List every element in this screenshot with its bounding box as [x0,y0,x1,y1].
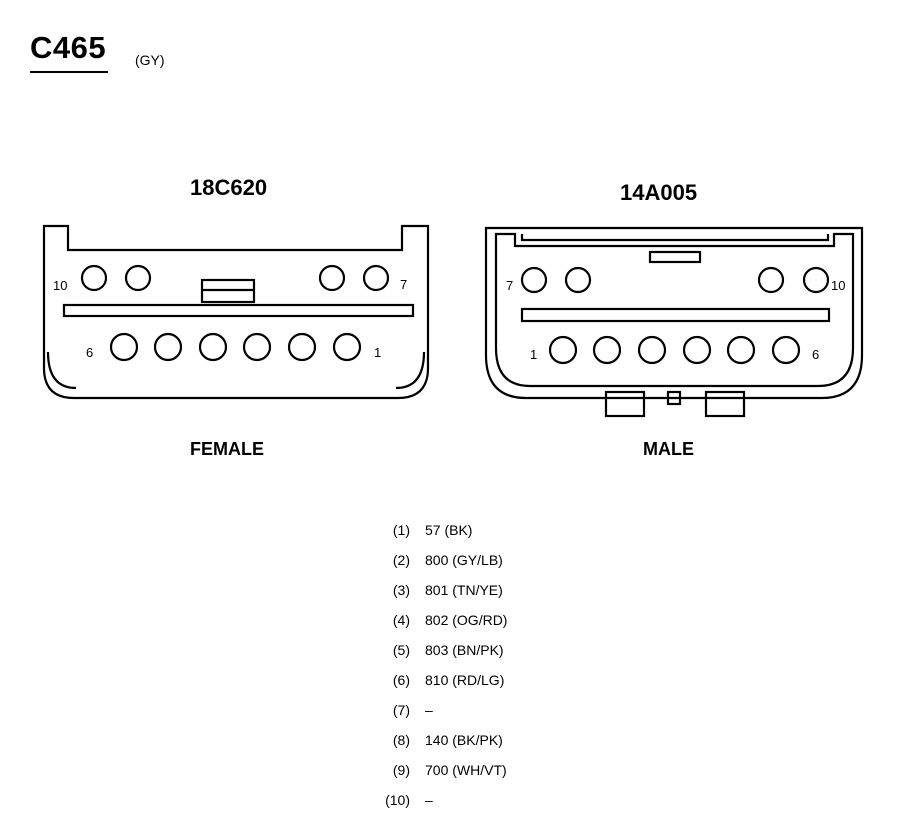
female-housing-outline [42,224,430,400]
male-pin [548,335,578,365]
male-housing-inner [494,232,855,388]
female-pin [124,264,152,292]
male-pin [637,335,667,365]
pin-number: (7) [392,702,410,718]
pin-wire: 801 (TN/YE) [425,582,503,598]
pin-number: (8) [392,732,410,748]
male-pin-label-bottom-left: 1 [530,347,537,362]
pin-number: (2) [392,552,410,568]
male-divider-bar [520,307,831,323]
female-pin-label-bottom-left: 6 [86,345,93,360]
female-pin [242,332,272,362]
connector-id: C465 [30,30,107,65]
female-pin-label-bottom-right: 1 [374,345,381,360]
female-pin [198,332,228,362]
male-pin-label-bottom-right: 6 [812,347,819,362]
connector-color-code: (GY) [135,52,165,68]
female-pin [318,264,346,292]
male-pin [520,266,548,294]
male-pin-label-top-right: 10 [831,278,845,293]
pin-wire: 700 (WH/VT) [425,762,507,778]
pin-wire: 57 (BK) [425,522,473,538]
female-pin [362,264,390,292]
female-pin [109,332,139,362]
female-pin-label-top-left: 10 [53,278,67,293]
pin-wire: 140 (BK/PK) [425,732,503,748]
male-bottom-tab [604,390,646,418]
female-pin [332,332,362,362]
female-part-number: 18C620 [190,175,268,200]
female-housing-inner-curves [46,351,426,390]
pin-number: (4) [392,612,410,628]
connector-id-underline [30,71,108,73]
pin-wire: – [425,792,433,808]
male-bottom-tab [666,390,682,406]
male-pin-label-top-left: 7 [506,278,513,293]
male-housing-outer [484,226,864,400]
male-part-number: 14A005 [620,180,698,205]
female-pin [153,332,183,362]
male-latch [648,250,702,264]
male-pin [802,266,830,294]
pin-wire: 800 (GY/LB) [425,552,503,568]
male-pin [726,335,756,365]
pin-number: (5) [392,642,410,658]
male-pin [564,266,592,294]
pin-number: (10) [385,792,410,808]
female-pin-label-top-right: 7 [400,277,407,292]
pin-number: (6) [392,672,410,688]
female-divider-bar [62,303,415,318]
pin-number: (1) [392,522,410,538]
male-pin [757,266,785,294]
pin-wire: 803 (BN/PK) [425,642,504,658]
female-gender-label: FEMALE [190,439,264,459]
pin-number: (9) [392,762,410,778]
male-pin [592,335,622,365]
male-pin [682,335,712,365]
female-pin [80,264,108,292]
male-bottom-tab [704,390,746,418]
pin-wire: – [425,702,433,718]
male-pin [771,335,801,365]
pin-wire: 810 (RD/LG) [425,672,505,688]
pin-wire: 802 (OG/RD) [425,612,508,628]
pin-number: (3) [392,582,410,598]
female-pin [287,332,317,362]
male-gender-label: MALE [643,439,694,459]
